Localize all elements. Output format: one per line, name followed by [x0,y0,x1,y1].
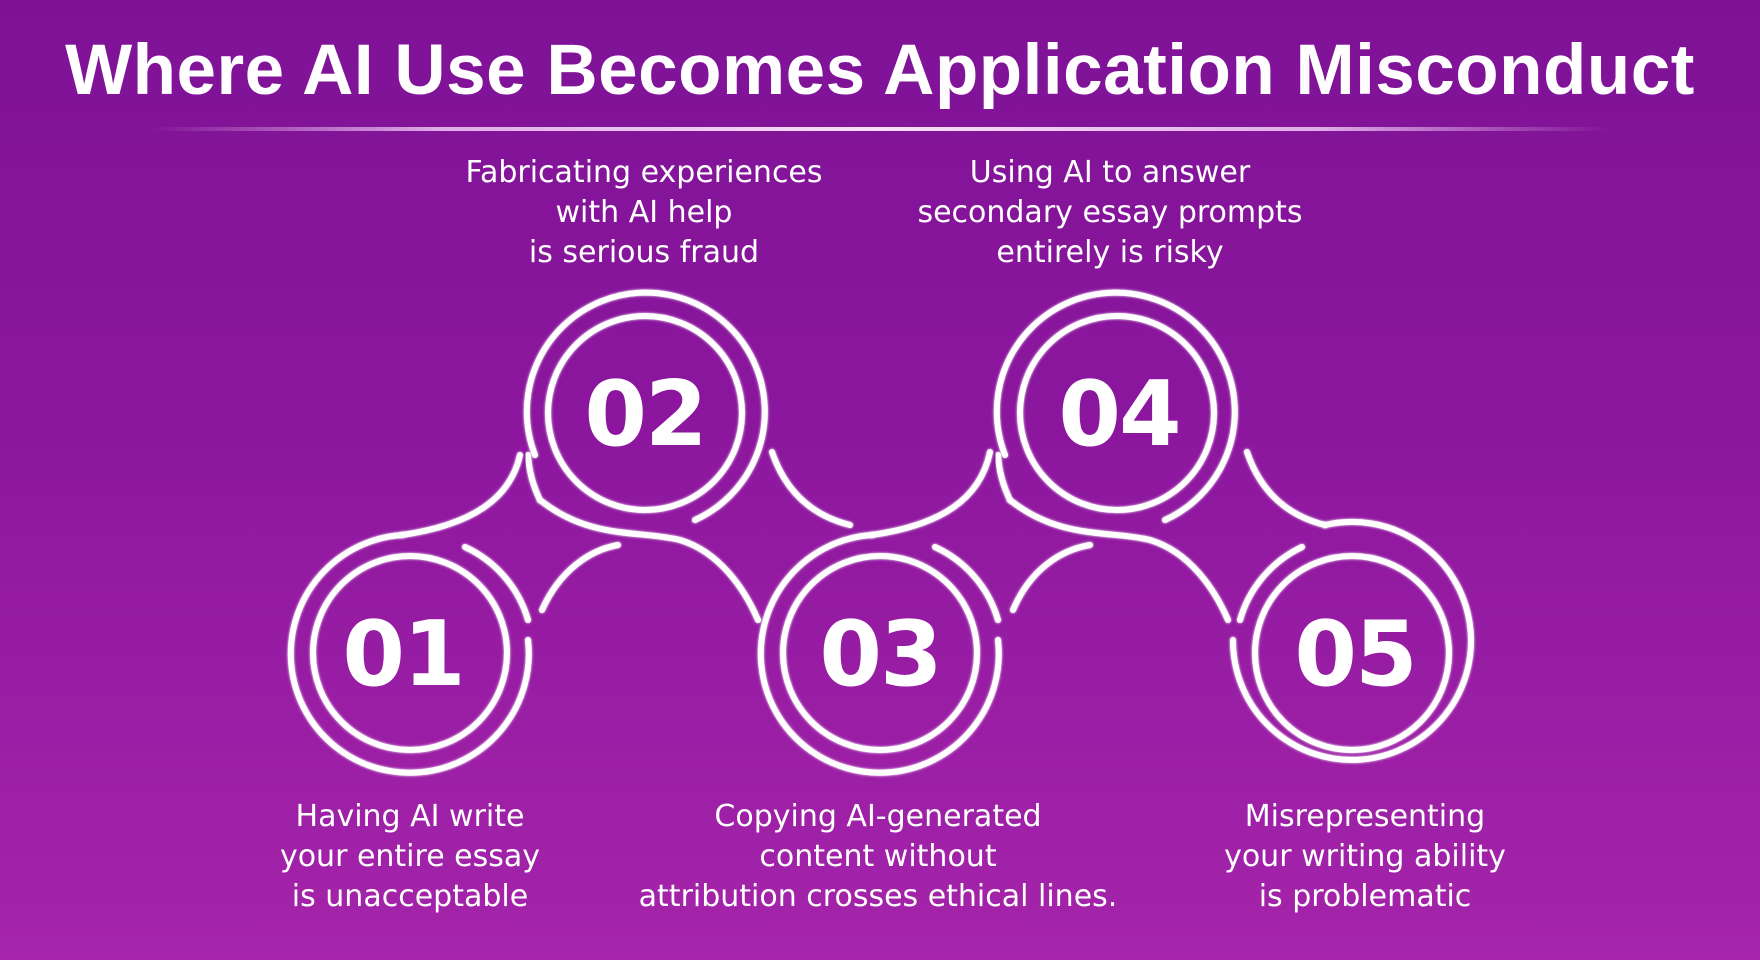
step-number-02: 02 [584,362,707,467]
description-line: content without [759,839,997,874]
step-description-02: Fabricating experiences with AI help is … [444,153,844,273]
description-line: Misrepresenting [1244,799,1486,834]
step-description-03: Copying AI-generated content without att… [628,797,1128,917]
step-description-04: Using AI to answer secondary essay promp… [900,153,1320,273]
description-line: Using AI to answer [969,155,1251,190]
description-line: your entire essay [279,839,541,874]
step-number-03: 03 [819,602,942,707]
step-number-04: 04 [1058,362,1181,467]
description-line: Fabricating experiences [465,155,823,190]
description-line: your writing ability [1224,839,1506,874]
title-divider [150,127,1610,131]
description-line: is unacceptable [291,879,529,914]
description-line: attribution crosses ethical lines. [638,879,1118,914]
description-line: is serious fraud [528,235,760,270]
page-title: Where AI Use Becomes Application Miscond… [65,31,1695,110]
description-line: Having AI write [295,799,525,834]
step-description-05: Misrepresenting your writing ability is … [1190,797,1540,917]
description-line: with AI help [555,195,733,230]
step-number-05: 05 [1294,602,1417,707]
description-line: is problematic [1258,879,1472,914]
description-line: entirely is risky [996,235,1224,270]
step-number-01: 01 [342,602,465,707]
step-description-01: Having AI write your entire essay is una… [240,797,580,917]
inner-rings [310,313,1452,753]
description-line: secondary essay prompts [917,195,1303,230]
description-line: Copying AI-generated [714,799,1042,834]
